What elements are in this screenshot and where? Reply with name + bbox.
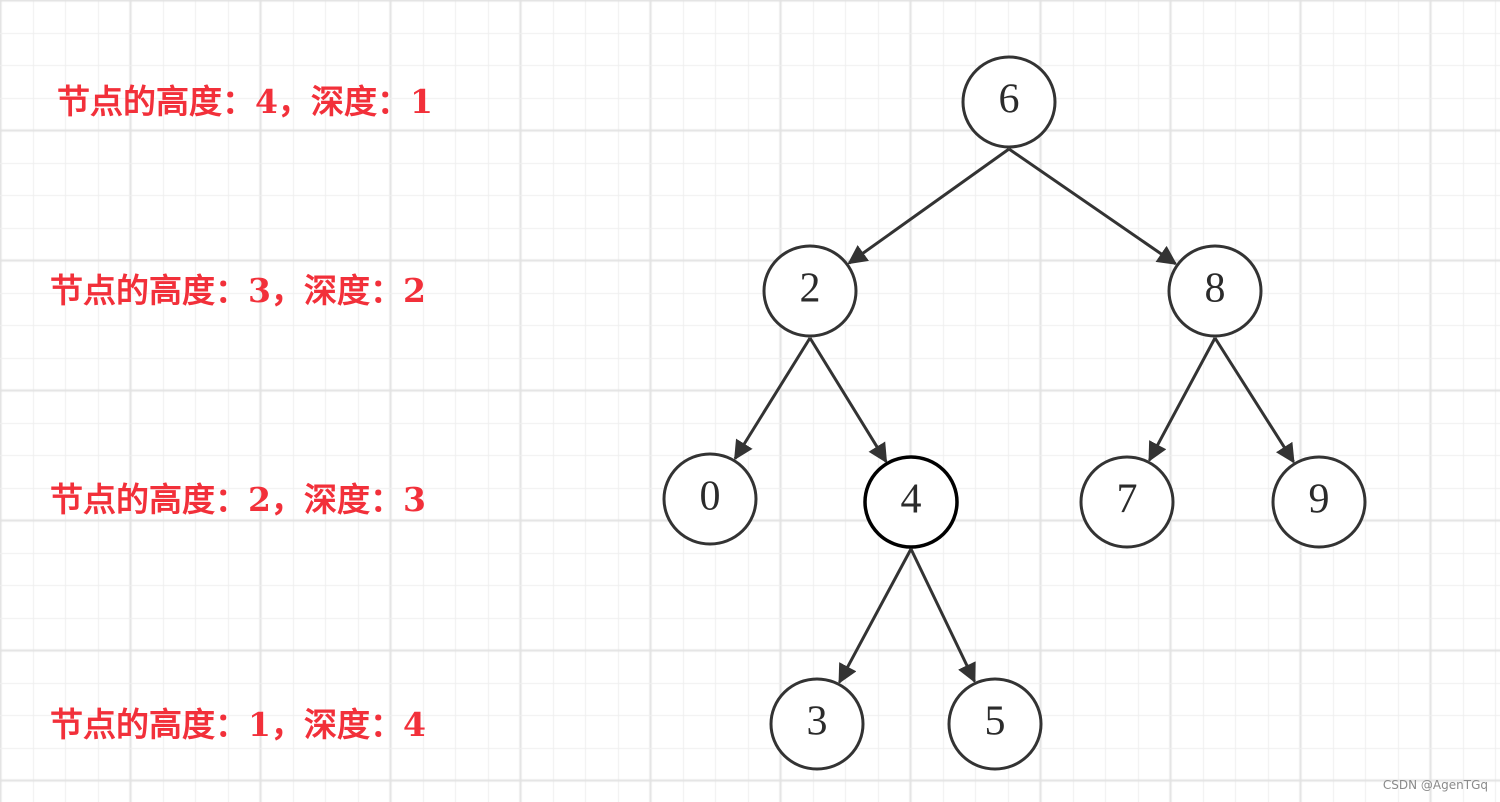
tree-node-6: 6 bbox=[961, 55, 1057, 149]
node-value: 9 bbox=[1309, 477, 1330, 523]
level-2-label: 节点的高度：3，深度：2 bbox=[50, 271, 426, 310]
tree-node-4: 4 bbox=[863, 455, 959, 549]
edge-6-to-2 bbox=[847, 147, 1010, 265]
tree-node-0: 0 bbox=[662, 452, 758, 546]
edge-6-to-8 bbox=[1008, 147, 1178, 266]
tree-node-5: 5 bbox=[947, 677, 1043, 771]
level-1-label: 节点的高度：4，深度：1 bbox=[57, 82, 433, 121]
edge-4-to-5 bbox=[909, 548, 976, 683]
tree-node-2: 2 bbox=[762, 244, 858, 338]
node-value: 6 bbox=[999, 77, 1020, 123]
node-value: 2 bbox=[800, 266, 821, 312]
edge-2-to-0 bbox=[733, 337, 812, 461]
node-circle bbox=[863, 455, 959, 549]
node-circle bbox=[1167, 244, 1263, 338]
edge-4-to-3 bbox=[838, 548, 913, 684]
node-value: 4 bbox=[901, 477, 922, 523]
node-circle bbox=[1079, 455, 1175, 549]
node-value: 0 bbox=[700, 474, 721, 520]
node-circle bbox=[662, 452, 758, 546]
node-value: 5 bbox=[985, 699, 1006, 745]
tree-node-9: 9 bbox=[1271, 455, 1367, 549]
edge-8-to-7 bbox=[1148, 337, 1217, 462]
tree-node-8: 8 bbox=[1167, 244, 1263, 338]
node-circle bbox=[1271, 455, 1367, 549]
node-circle bbox=[769, 677, 865, 771]
tree-node-3: 3 bbox=[769, 677, 865, 771]
tree-nodes: 6 2 8 0 4 7 9 3 5 bbox=[662, 55, 1367, 771]
watermark: CSDN @AgenTGq bbox=[1382, 778, 1488, 792]
tree-edges bbox=[733, 147, 1295, 684]
node-circle bbox=[762, 244, 858, 338]
node-circle bbox=[947, 677, 1043, 771]
edge-8-to-9 bbox=[1213, 337, 1295, 464]
edge-2-to-4 bbox=[808, 337, 888, 464]
node-value: 8 bbox=[1205, 266, 1226, 312]
node-value: 7 bbox=[1117, 477, 1138, 523]
node-value: 3 bbox=[807, 699, 828, 745]
level-3-label: 节点的高度：2，深度：3 bbox=[50, 480, 426, 519]
node-circle bbox=[961, 55, 1057, 149]
level-4-label: 节点的高度：1，深度：4 bbox=[50, 705, 426, 744]
tree-node-7: 7 bbox=[1079, 455, 1175, 549]
